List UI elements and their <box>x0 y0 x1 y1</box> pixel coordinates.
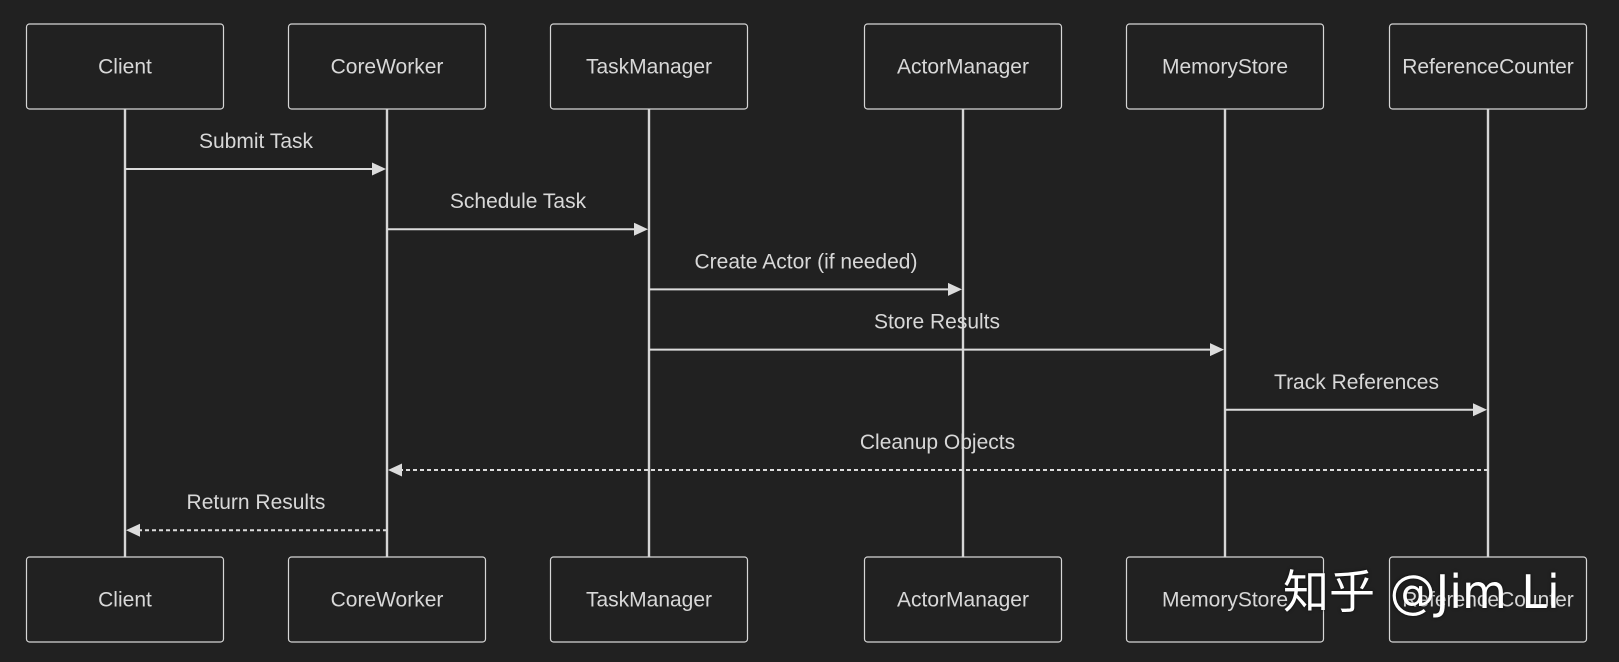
actor-box <box>863 556 1063 643</box>
actor-top-referencecounter: ReferenceCounter <box>1388 23 1588 110</box>
actor-label: TaskManager <box>586 56 712 79</box>
message-label: Track References <box>1274 371 1439 394</box>
arrowhead-icon <box>948 282 962 296</box>
actor-label: ReferenceCounter <box>1402 589 1574 612</box>
message-label: Create Actor (if needed) <box>695 250 918 273</box>
lifelines-layer <box>123 109 1490 557</box>
actor-bottom-coreworker: CoreWorker <box>287 556 487 643</box>
actor-label: Client <box>98 589 152 612</box>
message-label: Store Results <box>874 311 1000 334</box>
arrowhead-icon <box>372 162 386 176</box>
actor-box <box>25 556 225 643</box>
message-4: Store Results <box>649 311 1224 357</box>
actor-box <box>287 556 487 643</box>
actor-label: CoreWorker <box>331 589 444 612</box>
message-label: Schedule Task <box>450 190 587 213</box>
message-2: Schedule Task <box>387 190 648 236</box>
actor-box <box>1388 23 1588 110</box>
message-5: Track References <box>1225 371 1487 417</box>
actors-layer: ClientClientCoreWorkerCoreWorkerTaskMana… <box>25 23 1588 643</box>
arrowhead-icon <box>126 523 140 537</box>
actor-label: ActorManager <box>897 56 1029 79</box>
actor-bottom-actormanager: ActorManager <box>863 556 1063 643</box>
actor-top-client: Client <box>25 23 225 110</box>
actor-box <box>287 23 487 110</box>
actor-label: MemoryStore <box>1162 589 1288 612</box>
arrowhead-icon <box>1473 403 1487 417</box>
message-7: Return Results <box>126 491 387 537</box>
arrowhead-icon <box>634 222 648 236</box>
actor-label: ReferenceCounter <box>1402 56 1574 79</box>
message-label: Submit Task <box>199 130 313 153</box>
actor-label: TaskManager <box>586 589 712 612</box>
message-label: Cleanup Objects <box>860 431 1015 454</box>
actor-top-memorystore: MemoryStore <box>1125 23 1325 110</box>
message-label: Return Results <box>187 491 326 514</box>
actor-top-actormanager: ActorManager <box>863 23 1063 110</box>
actor-box <box>549 556 749 643</box>
actor-box <box>25 23 225 110</box>
actor-bottom-memorystore: MemoryStore <box>1125 556 1325 643</box>
actor-box <box>1388 556 1588 643</box>
actor-label: MemoryStore <box>1162 56 1288 79</box>
watermark-text: 知乎 @Jim Li <box>1283 565 1560 619</box>
message-3: Create Actor (if needed) <box>649 250 962 296</box>
actor-top-taskmanager: TaskManager <box>549 23 749 110</box>
actor-bottom-referencecounter: ReferenceCounter <box>1388 556 1588 643</box>
actor-box <box>863 23 1063 110</box>
actor-top-coreworker: CoreWorker <box>287 23 487 110</box>
actor-box <box>549 23 749 110</box>
message-1: Submit Task <box>125 130 386 176</box>
actor-label: CoreWorker <box>331 56 444 79</box>
actor-label: ActorManager <box>897 589 1029 612</box>
arrowhead-icon <box>388 463 402 477</box>
actor-label: Client <box>98 56 152 79</box>
message-6: Cleanup Objects <box>388 431 1488 477</box>
actor-box <box>1125 556 1325 643</box>
actor-bottom-taskmanager: TaskManager <box>549 556 749 643</box>
actor-bottom-client: Client <box>25 556 225 643</box>
arrowhead-icon <box>1210 343 1224 357</box>
actor-box <box>1125 23 1325 110</box>
